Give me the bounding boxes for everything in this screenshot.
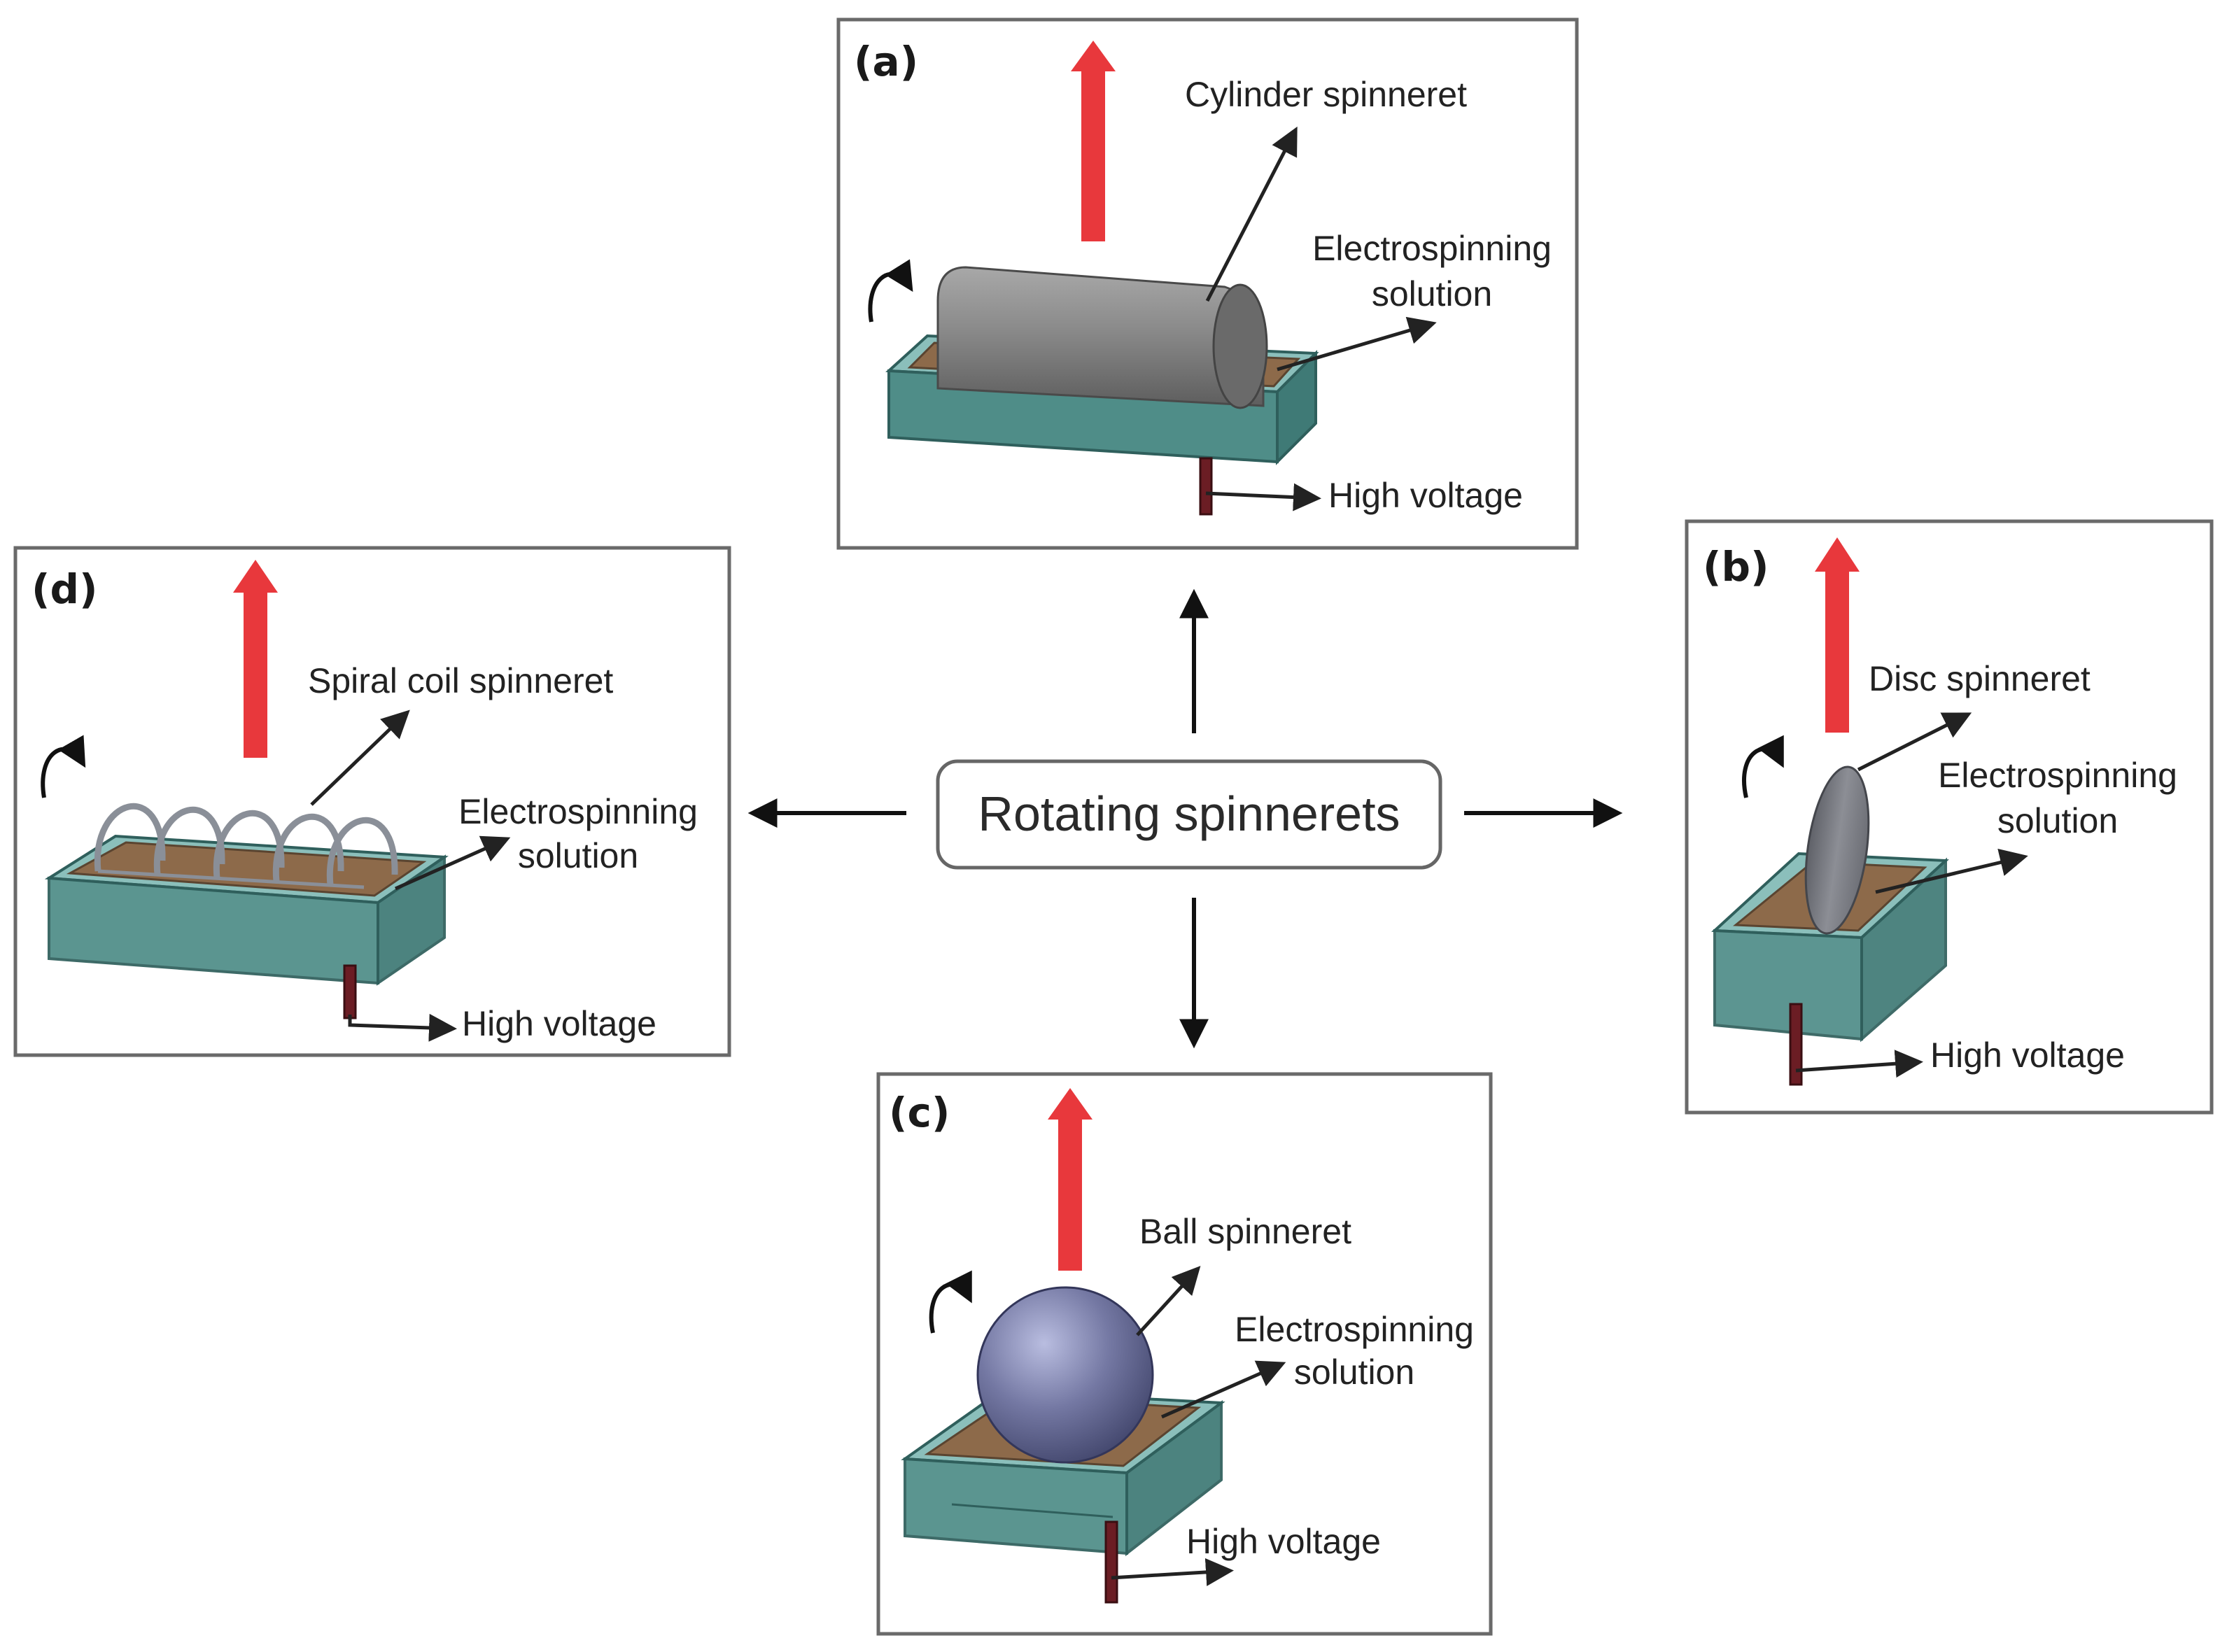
panel-c: (c) Ball spinneret Electrospinning solut… bbox=[876, 1072, 1493, 1636]
panel-c-tag: (c) bbox=[889, 1089, 950, 1136]
panel-a: (a) Cylinder spinneret Electrospinning s… bbox=[836, 17, 1579, 550]
panel-c-solution-label-line1: Electrospinning bbox=[1235, 1310, 1474, 1349]
upward-red-arrow-icon bbox=[1071, 41, 1116, 241]
panel-b-solution-label-line2: solution bbox=[1997, 801, 2118, 840]
panel-a-solution-label-line2: solution bbox=[1372, 274, 1492, 313]
electrode-d bbox=[343, 964, 357, 1019]
trough-c-front bbox=[904, 1400, 1223, 1557]
trough-d-front bbox=[48, 854, 446, 986]
pointer-arrow-icon bbox=[1205, 483, 1321, 511]
rotation-arrow-icon bbox=[1742, 735, 1784, 798]
center-node: Rotating spinnerets bbox=[936, 759, 1442, 870]
upward-red-arrow-icon bbox=[233, 560, 278, 758]
panel-d: (d) Spiral coil spinneret Electrospinnin… bbox=[13, 546, 731, 1057]
panel-c-solution-label-line2: solution bbox=[1294, 1353, 1414, 1392]
pointer-arrow-icon bbox=[1205, 126, 1298, 302]
pointer-arrow-icon bbox=[348, 1013, 457, 1042]
panel-b-solution-label-line1: Electrospinning bbox=[1938, 756, 2177, 795]
pointer-arrow-icon bbox=[1111, 1558, 1234, 1586]
pointer-arrow-icon bbox=[1160, 1360, 1286, 1419]
panel-a-solution-label-line1: Electrospinning bbox=[1312, 229, 1552, 268]
pointer-arrow-icon bbox=[394, 835, 511, 891]
panel-c-spinneret-label: Ball spinneret bbox=[1139, 1212, 1351, 1251]
upward-red-arrow-icon bbox=[1048, 1088, 1093, 1271]
panel-d-solution-label-line1: Electrospinning bbox=[458, 792, 698, 831]
trough-b-front bbox=[1713, 857, 1947, 1043]
panel-b-spinneret-label: Disc spinneret bbox=[1869, 659, 2091, 698]
rotation-arrow-icon bbox=[929, 1270, 972, 1334]
panel-d-spinneret-label: Spiral coil spinneret bbox=[308, 661, 613, 700]
center-box bbox=[936, 759, 1442, 870]
disc-spinneret-shape bbox=[1804, 765, 1870, 935]
panel-d-voltage-label: High voltage bbox=[462, 1004, 656, 1043]
pointer-arrow-icon bbox=[1875, 848, 2028, 894]
center-label: Rotating spinnerets bbox=[978, 786, 1400, 841]
pointer-arrow-icon bbox=[1857, 712, 1972, 772]
panel-c-voltage-label: High voltage bbox=[1186, 1522, 1381, 1561]
panel-b: (b) Disc spinneret Electrospinning solut… bbox=[1685, 519, 2214, 1115]
pointer-arrow-icon bbox=[1277, 316, 1437, 372]
ball-spinneret-shape bbox=[976, 1286, 1154, 1464]
electrode-a bbox=[1199, 457, 1213, 516]
panel-b-voltage-label: High voltage bbox=[1930, 1036, 2125, 1075]
panel-a-spinneret-label: Cylinder spinneret bbox=[1185, 75, 1467, 114]
pointer-arrow-icon bbox=[310, 709, 410, 806]
panel-a-tag: (a) bbox=[854, 38, 918, 85]
spiral-coil-spinneret-shape bbox=[94, 803, 398, 889]
panel-d-tag: (d) bbox=[31, 565, 98, 613]
panel-a-voltage-label: High voltage bbox=[1328, 476, 1523, 515]
panel-d-solution-label-line2: solution bbox=[518, 836, 638, 875]
electrode-c bbox=[1104, 1520, 1118, 1604]
rotation-arrow-icon bbox=[868, 259, 913, 323]
rotation-arrow-icon bbox=[41, 735, 86, 798]
upward-red-arrow-icon bbox=[1815, 537, 1860, 733]
pointer-arrow-icon bbox=[1795, 1050, 1923, 1078]
cylinder-spinneret-shape bbox=[936, 266, 1268, 409]
electrode-b bbox=[1789, 1003, 1803, 1086]
pointer-arrow-icon bbox=[1136, 1266, 1201, 1336]
panel-b-tag: (b) bbox=[1703, 543, 1769, 591]
